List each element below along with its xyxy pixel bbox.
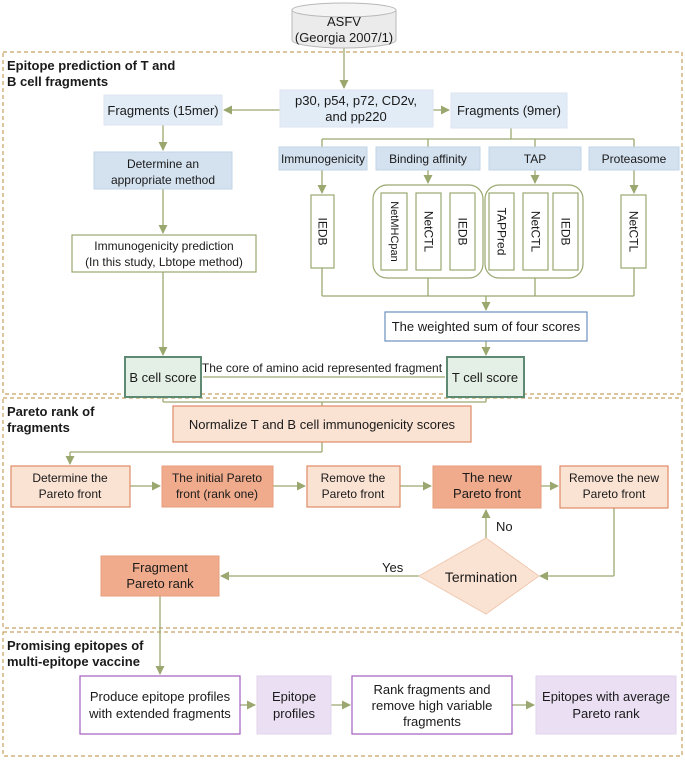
section-frame-epitope-prediction — [2, 51, 683, 395]
tool-netctl-proteasome — [620, 194, 647, 269]
yes-branch-label: Yes — [382, 560, 404, 575]
tap-tool-group — [484, 184, 584, 279]
core-fragment-annotation: The core of amino acid represented fragm… — [202, 361, 443, 375]
determine-pareto-front-box — [10, 465, 131, 508]
section-title-1-line2: B cell fragments — [7, 74, 108, 89]
tool-netctl-tap — [522, 192, 549, 271]
epitope-profiles-line1: Epitope — [272, 689, 316, 704]
fragments-9mer-label: Fragments (9mer) — [457, 103, 561, 118]
tool-netmhcpan-label: NetMHCpan — [388, 201, 400, 262]
remove-pareto-front-box — [306, 465, 401, 508]
tool-netmhcpan — [380, 192, 408, 271]
epitope-profiles-line2: profiles — [273, 706, 315, 721]
remove-pareto-front-line1: Remove the — [321, 471, 386, 485]
connectors — [65, 48, 639, 710]
epitope-profiles-box — [256, 675, 332, 735]
asfv-label: ASFV — [327, 14, 361, 29]
remove-pareto-front-line2: Pareto front — [322, 487, 385, 501]
fragment-pareto-rank-line2: Pareto rank — [126, 576, 194, 591]
remove-new-pareto-front-box — [559, 465, 669, 509]
category-binding-affinity — [375, 146, 481, 171]
fragment-pareto-rank-line1: Fragment — [132, 560, 188, 575]
epitopes-average-rank-line2: Pareto rank — [572, 706, 640, 721]
category-binding-affinity-label: Binding affinity — [389, 152, 467, 166]
b-cell-score-label: B cell score — [129, 370, 196, 385]
category-proteasome — [588, 146, 680, 171]
section-title-3-line2: multi-epitope vaccine — [7, 654, 140, 669]
fragments-9mer-box — [450, 92, 568, 129]
fragments-15mer-label: Fragments (15mer) — [107, 103, 218, 118]
initial-pareto-front-line2: front (rank one) — [176, 487, 258, 501]
section-title-2-line1: Pareto rank of — [7, 404, 95, 419]
produce-profiles-line2: with extended fragments — [88, 706, 231, 721]
binding-affinity-tool-group — [372, 184, 484, 279]
determine-method-box — [93, 151, 233, 190]
section-frame-pareto-rank — [2, 397, 683, 629]
determine-pareto-front-line2: Pareto front — [39, 487, 102, 501]
tool-netctl-binding-label: NetCTL — [422, 211, 436, 253]
t-cell-score-box — [446, 356, 525, 398]
category-immunogenicity — [278, 146, 368, 171]
tool-netctl-binding — [415, 192, 442, 271]
normalize-label: Normalize T and B cell immunogenicity sc… — [189, 417, 456, 432]
category-tap-label: TAP — [524, 152, 546, 166]
determine-method-line2: appropriate method — [111, 173, 215, 187]
determine-method-line1: Determine an — [127, 157, 199, 171]
proteins-box — [279, 89, 434, 128]
immunogenicity-prediction-line2: (In this study, Lbtope method) — [85, 255, 243, 269]
remove-new-pareto-front-line2: Pareto front — [583, 487, 646, 501]
epitopes-average-rank-box — [535, 675, 677, 735]
tool-iedb-tap-label: IEDB — [559, 217, 573, 245]
initial-pareto-front-box — [161, 465, 274, 508]
normalize-box — [172, 405, 472, 443]
tool-iedb-immunogenicity — [310, 194, 335, 269]
new-pareto-front-line2: Pareto front — [453, 486, 521, 501]
no-branch-label: No — [496, 519, 513, 534]
termination-decision — [417, 537, 540, 615]
produce-profiles-line1: Produce epitope profiles — [90, 689, 231, 704]
category-proteasome-label: Proteasome — [602, 152, 667, 166]
termination-label: Termination — [445, 569, 517, 585]
section-title-2-line2: fragments — [7, 420, 70, 435]
tool-tappred — [488, 192, 515, 271]
remove-new-pareto-front-line1: Remove the new — [569, 471, 659, 485]
fragments-15mer-box — [103, 94, 223, 126]
tool-tappred-label: TAPPred — [495, 208, 509, 256]
new-pareto-front-line1: The new — [462, 470, 512, 485]
tool-netctl-proteasome-label: NetCTL — [627, 211, 641, 253]
asfv-database-node: ASFV (Georgia 2007/1) — [291, 2, 397, 49]
category-tap — [488, 146, 582, 171]
tool-iedb-binding — [449, 192, 476, 271]
category-immunogenicity-label: Immunogenicity — [281, 152, 365, 166]
fragment-pareto-rank-box — [100, 555, 220, 597]
immunogenicity-prediction-box — [71, 234, 257, 273]
epitopes-average-rank-line1: Epitopes with average — [542, 689, 670, 704]
proteins-line2: and pp220 — [325, 109, 386, 124]
section-title-1-line1: Epitope prediction of T and — [7, 58, 175, 73]
weighted-sum-label: The weighted sum of four scores — [392, 319, 581, 334]
asfv-strain-label: (Georgia 2007/1) — [295, 30, 393, 45]
proteins-line1: p30, p54, p72, CD2v, — [295, 93, 417, 108]
initial-pareto-front-line1: The initial Pareto — [172, 471, 262, 485]
tool-iedb-binding-label: IEDB — [456, 217, 470, 245]
produce-profiles-box — [79, 675, 241, 735]
weighted-sum-box — [384, 311, 588, 342]
immunogenicity-prediction-line1: Immunogenicity prediction — [94, 239, 233, 253]
tool-netctl-tap-label: NetCTL — [529, 211, 543, 253]
new-pareto-front-box — [432, 465, 542, 509]
determine-pareto-front-line1: Determine the — [32, 471, 108, 485]
rank-fragments-box — [351, 675, 513, 735]
t-cell-score-label: T cell score — [452, 370, 518, 385]
tool-iedb-immunogenicity-label: IEDB — [316, 217, 330, 245]
rank-fragments-line2: remove high variable — [372, 698, 493, 713]
b-cell-score-box — [124, 356, 202, 398]
section-frame-promising-epitopes — [2, 631, 683, 757]
section-title-3-line1: Promising epitopes of — [7, 638, 144, 653]
tool-iedb-tap — [552, 192, 579, 271]
rank-fragments-line3: fragments — [403, 714, 461, 729]
rank-fragments-line1: Rank fragments and — [373, 682, 490, 697]
